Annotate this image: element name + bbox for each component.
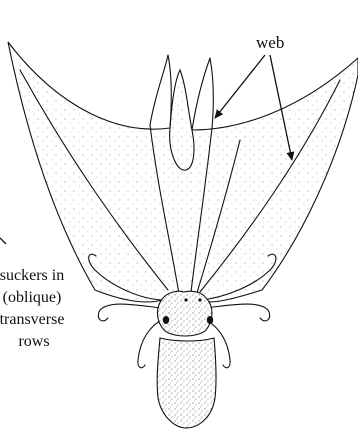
eye-right [207,316,213,324]
arm-curl-left-b [98,304,162,321]
head-spot [198,298,201,301]
sucker-pointer [0,238,6,244]
arm-tip-left-upper [150,55,171,128]
web-arrow-left [215,55,265,118]
sucker-label-line-1: suckers in [0,267,64,284]
sucker-label: suckers in (oblique) transverse rows [0,267,68,350]
head [158,291,213,336]
arm-tip-right-upper [192,58,213,130]
mantle [157,338,216,428]
head-spot [184,298,187,301]
sucker-label-line-4: rows [18,333,49,350]
sucker-label-line-2: (oblique) [3,289,62,306]
web-membrane [8,42,358,302]
eye-left [163,316,169,324]
sucker-label-line-3: transverse [0,311,64,328]
web-label: web [256,33,284,52]
arm-curl-right-b [204,304,270,321]
